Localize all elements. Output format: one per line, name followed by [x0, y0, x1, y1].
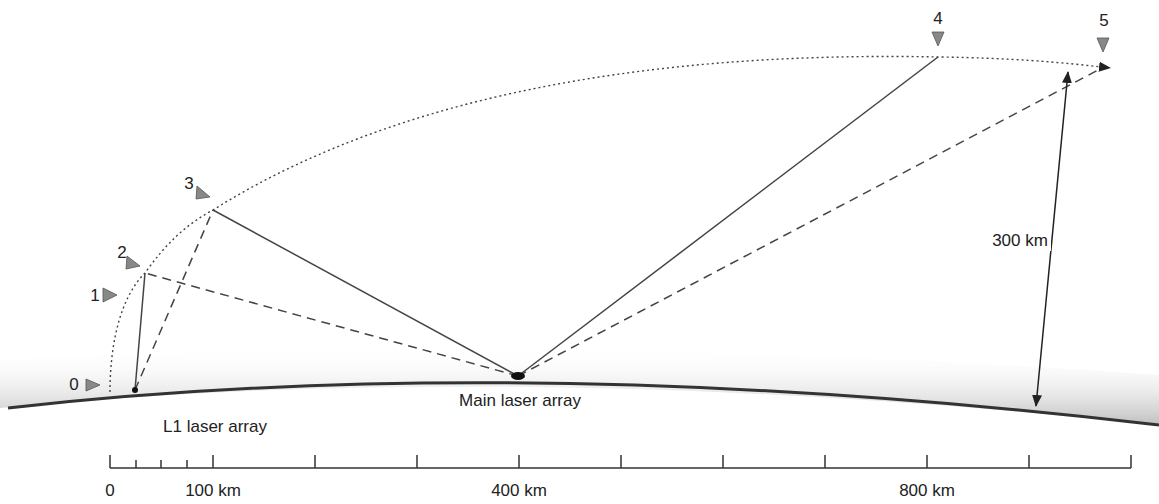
callout-number: 3	[184, 175, 193, 192]
main-array-site	[511, 372, 525, 380]
array-label: L1 laser array	[163, 418, 267, 435]
laser-beam	[518, 57, 938, 376]
laser-beam	[213, 210, 518, 376]
trajectory	[110, 56, 1110, 392]
scale-label: 100 km	[185, 482, 241, 499]
callout-pointer	[196, 186, 210, 199]
callout-pointer	[1097, 38, 1109, 52]
atmosphere-band	[0, 348, 1159, 425]
callout-number: 0	[69, 376, 78, 393]
laser-beam	[518, 69, 1100, 376]
l1-array-site	[132, 387, 138, 393]
scale-bar	[110, 455, 1131, 468]
callout-number: 5	[1099, 12, 1108, 29]
callout-pointer	[86, 379, 100, 391]
laser-beam	[135, 273, 145, 390]
scale-label: 800 km	[899, 482, 955, 499]
laser-beam	[135, 210, 213, 390]
callout-pointer	[126, 256, 140, 269]
callout-pointer	[103, 288, 117, 302]
callout-number: 2	[117, 244, 126, 261]
array-label: Main laser array	[459, 392, 581, 409]
callout-number: 4	[933, 10, 942, 27]
callout-pointer	[932, 32, 944, 46]
scale-label: 0	[105, 482, 114, 499]
dimension-label: 300 km	[989, 230, 1051, 251]
laser-beam	[145, 273, 518, 376]
callout-number: 1	[90, 287, 99, 304]
scale-label: 400 km	[491, 482, 547, 499]
